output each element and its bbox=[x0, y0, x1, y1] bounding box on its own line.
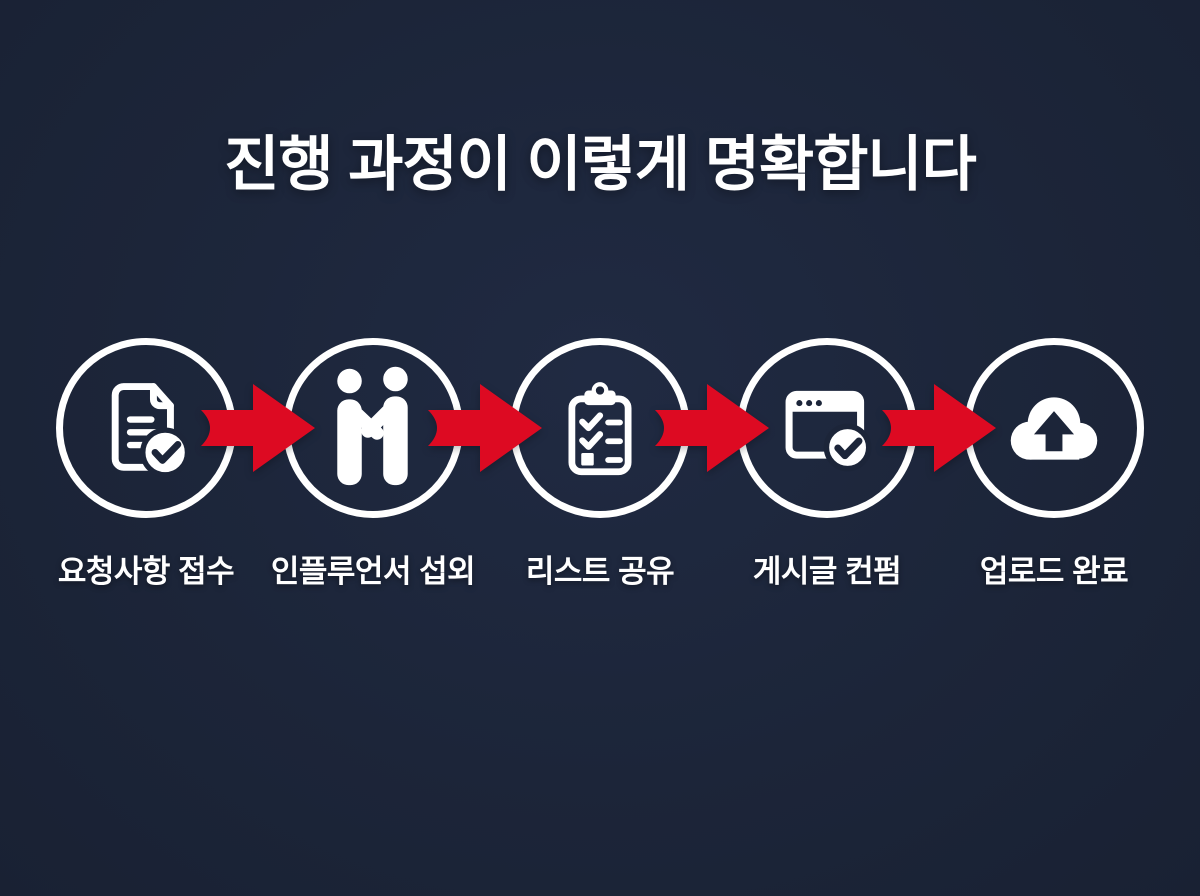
document-check-icon bbox=[111, 383, 191, 478]
step-label-list-sharing: 리스트 공유 bbox=[525, 554, 675, 589]
step-label-influencer-casting: 인플루언서 섭외 bbox=[270, 554, 476, 589]
cloud-upload-icon bbox=[1010, 397, 1098, 460]
arrow-right-icon bbox=[655, 384, 769, 472]
handshake-icon bbox=[337, 366, 408, 486]
arrow-right-icon bbox=[201, 384, 315, 472]
browser-check-icon bbox=[785, 390, 872, 472]
arrow-right-icon bbox=[428, 384, 542, 472]
step-label-upload-complete: 업로드 완료 bbox=[979, 554, 1129, 589]
step-label-request-intake: 요청사항 접수 bbox=[57, 554, 235, 589]
page-title: 진행 과정이 이렇게 명확합니다 bbox=[224, 131, 977, 198]
arrow-right-icon bbox=[882, 384, 996, 472]
clipboard-checklist-icon bbox=[568, 382, 632, 476]
step-label-post-confirm: 게시글 컨펌 bbox=[752, 554, 902, 589]
